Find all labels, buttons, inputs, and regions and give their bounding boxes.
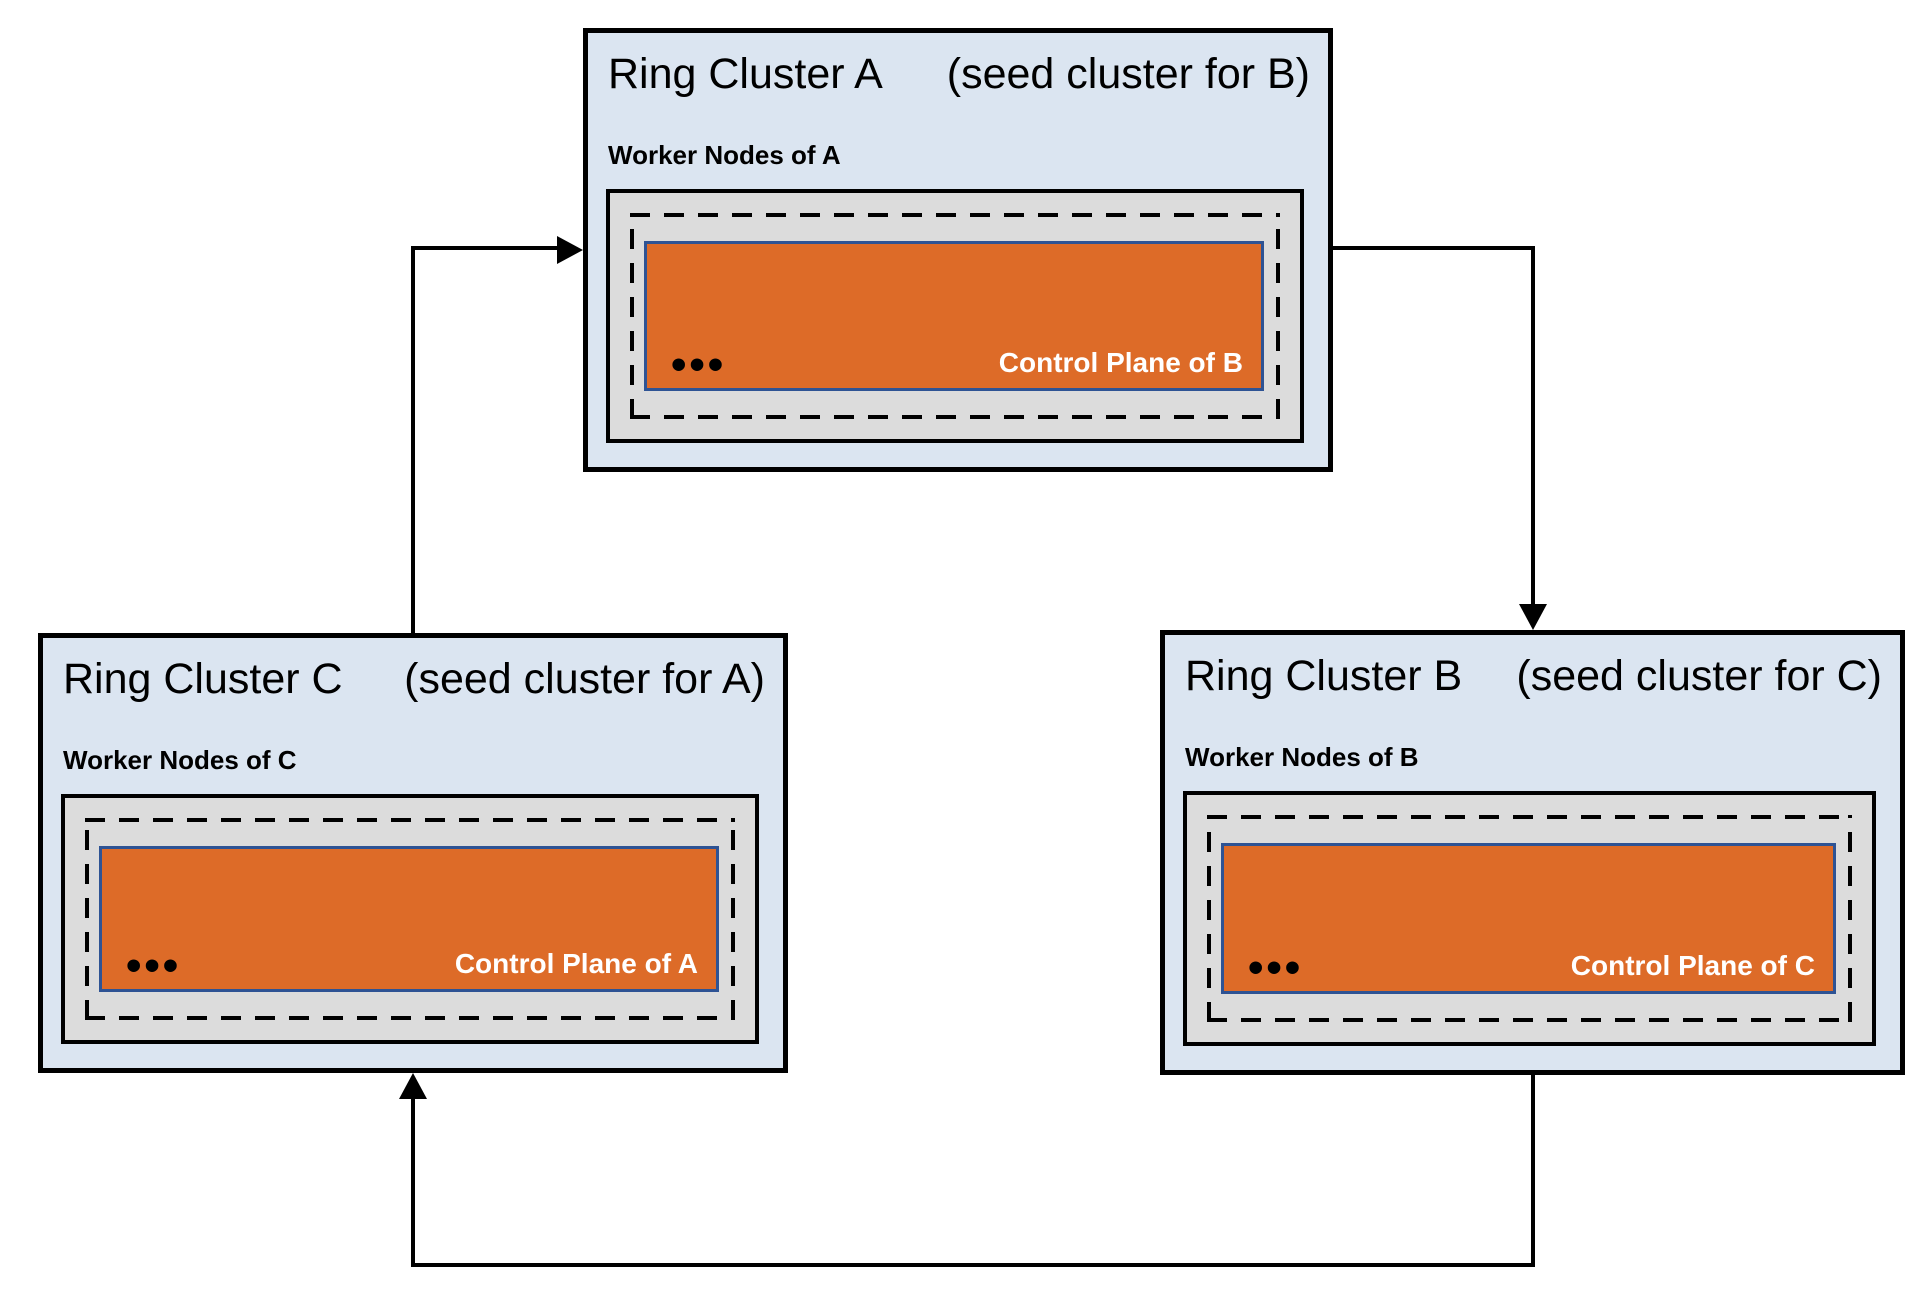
cluster-a-seed-note: (seed cluster for B) [946,50,1310,98]
cluster-a-dashed-boundary: ••• Control Plane of B [630,213,1280,419]
cluster-a-worker-nodes-box: ••• Control Plane of B [606,189,1304,443]
cluster-c-seed-note: (seed cluster for A) [404,655,765,703]
arrow-c-to-a-vertical-segment [411,248,415,633]
cluster-c-title: Ring Cluster C [63,655,343,703]
arrow-b-to-c-head-icon [399,1073,427,1099]
arrow-b-to-c-vertical-segment-to-c [411,1097,415,1267]
ellipsis-dots-icon: ••• [671,340,727,389]
cluster-b-control-plane-label: Control Plane of C [1570,950,1815,981]
cluster-a-title: Ring Cluster A [608,50,883,98]
arrow-a-to-b-head-icon [1519,604,1547,630]
arrow-b-to-c-horizontal-segment [411,1263,1535,1267]
cluster-b-control-plane-box: ••• Control Plane of C [1221,843,1836,994]
cluster-a-title-row: Ring Cluster A (seed cluster for B) [608,49,1310,99]
cluster-b-title-row: Ring Cluster B (seed cluster for C) [1185,651,1882,701]
arrow-b-to-c-vertical-segment-from-b [1531,1075,1535,1267]
cluster-box-a: Ring Cluster A (seed cluster for B) Work… [583,28,1333,472]
ellipsis-dots-icon: ••• [126,941,182,990]
cluster-c-title-row: Ring Cluster C (seed cluster for A) [63,654,765,704]
cluster-b-seed-note: (seed cluster for C) [1516,652,1882,700]
arrow-c-to-a-horizontal-segment [411,246,559,250]
cluster-a-control-plane-box: ••• Control Plane of B [644,241,1264,391]
cluster-box-b: Ring Cluster B (seed cluster for C) Work… [1160,630,1905,1075]
cluster-c-worker-nodes-box: ••• Control Plane of A [61,794,759,1044]
cluster-box-c: Ring Cluster C (seed cluster for A) Work… [38,633,788,1073]
cluster-c-worker-nodes-label: Worker Nodes of C [63,745,297,775]
cluster-c-control-plane-box: ••• Control Plane of A [99,846,719,992]
cluster-b-dashed-boundary: ••• Control Plane of C [1207,815,1852,1022]
arrow-a-to-b-horizontal-segment [1333,246,1535,250]
cluster-a-control-plane-label: Control Plane of B [998,347,1243,378]
ellipsis-dots-icon: ••• [1248,943,1304,992]
cluster-b-worker-nodes-label: Worker Nodes of B [1185,742,1419,772]
arrow-c-to-a-head-icon [557,236,583,264]
cluster-a-worker-nodes-label: Worker Nodes of A [608,140,841,170]
arrow-a-to-b-vertical-segment [1531,246,1535,606]
cluster-c-control-plane-label: Control Plane of A [454,948,698,979]
cluster-b-title: Ring Cluster B [1185,652,1463,700]
cluster-c-dashed-boundary: ••• Control Plane of A [85,818,735,1020]
cluster-b-worker-nodes-box: ••• Control Plane of C [1183,791,1876,1046]
